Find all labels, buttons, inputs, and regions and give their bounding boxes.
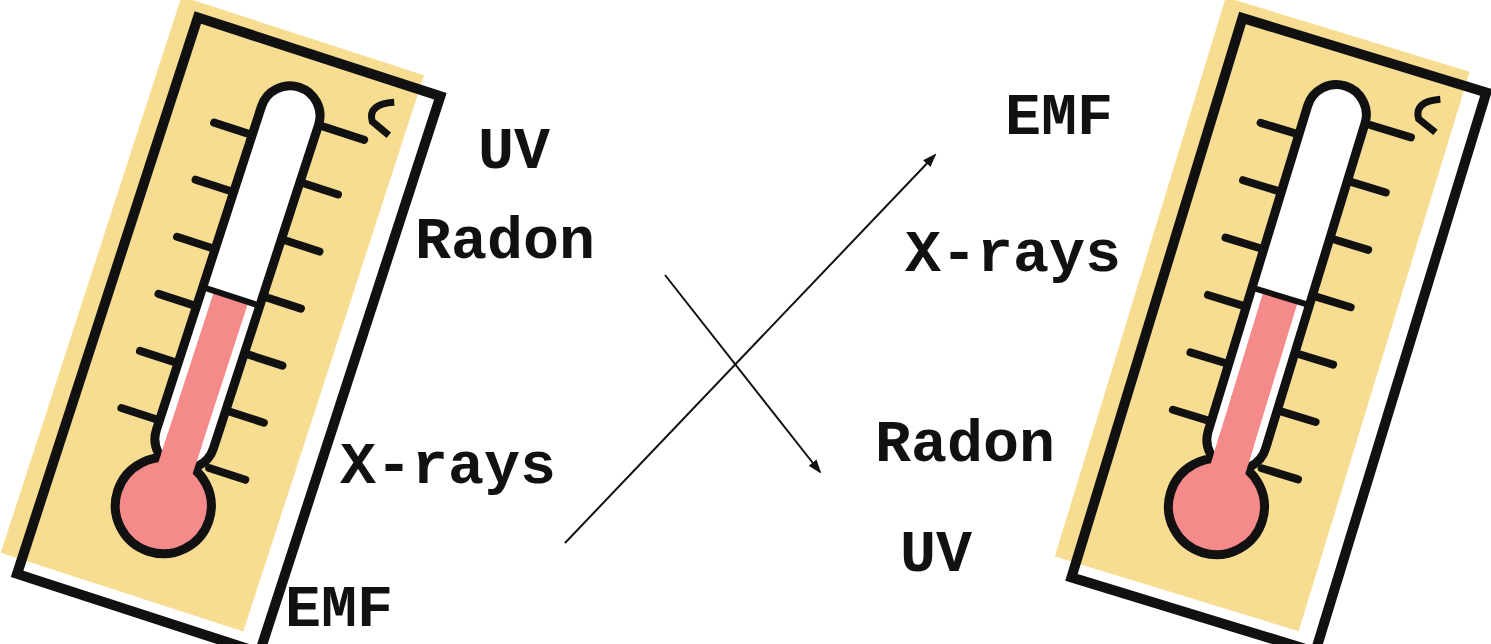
hazard-label: X-rays <box>905 225 1121 285</box>
hazard-label: EMF <box>1005 88 1113 148</box>
hazard-label: Radon <box>875 415 1055 475</box>
hazard-label: UV <box>900 525 972 585</box>
hazard-label: EMF <box>285 580 393 640</box>
hazard-label: Radon <box>415 212 595 272</box>
hazard-label: UV <box>478 122 550 182</box>
hazard-label: X-rays <box>340 437 556 497</box>
